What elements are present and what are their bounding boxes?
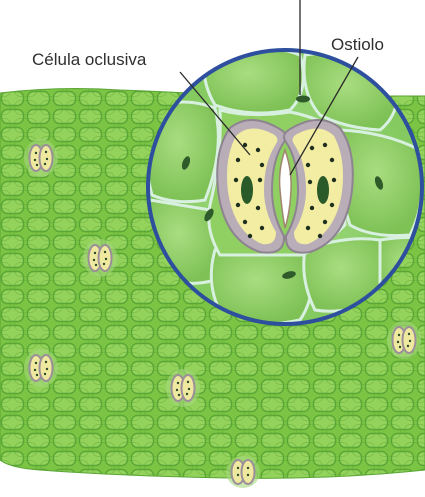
guard-cell-label: Célula oclusiva [32,51,146,68]
stoma-icon [387,321,421,359]
ostiole-label: Ostiolo [331,36,384,53]
stoma-icon [166,369,200,407]
magnified-view [145,47,425,324]
stoma-icon [226,456,260,488]
stoma-icon [24,349,58,387]
stoma-icon [83,239,117,277]
stoma-icon [24,139,58,177]
